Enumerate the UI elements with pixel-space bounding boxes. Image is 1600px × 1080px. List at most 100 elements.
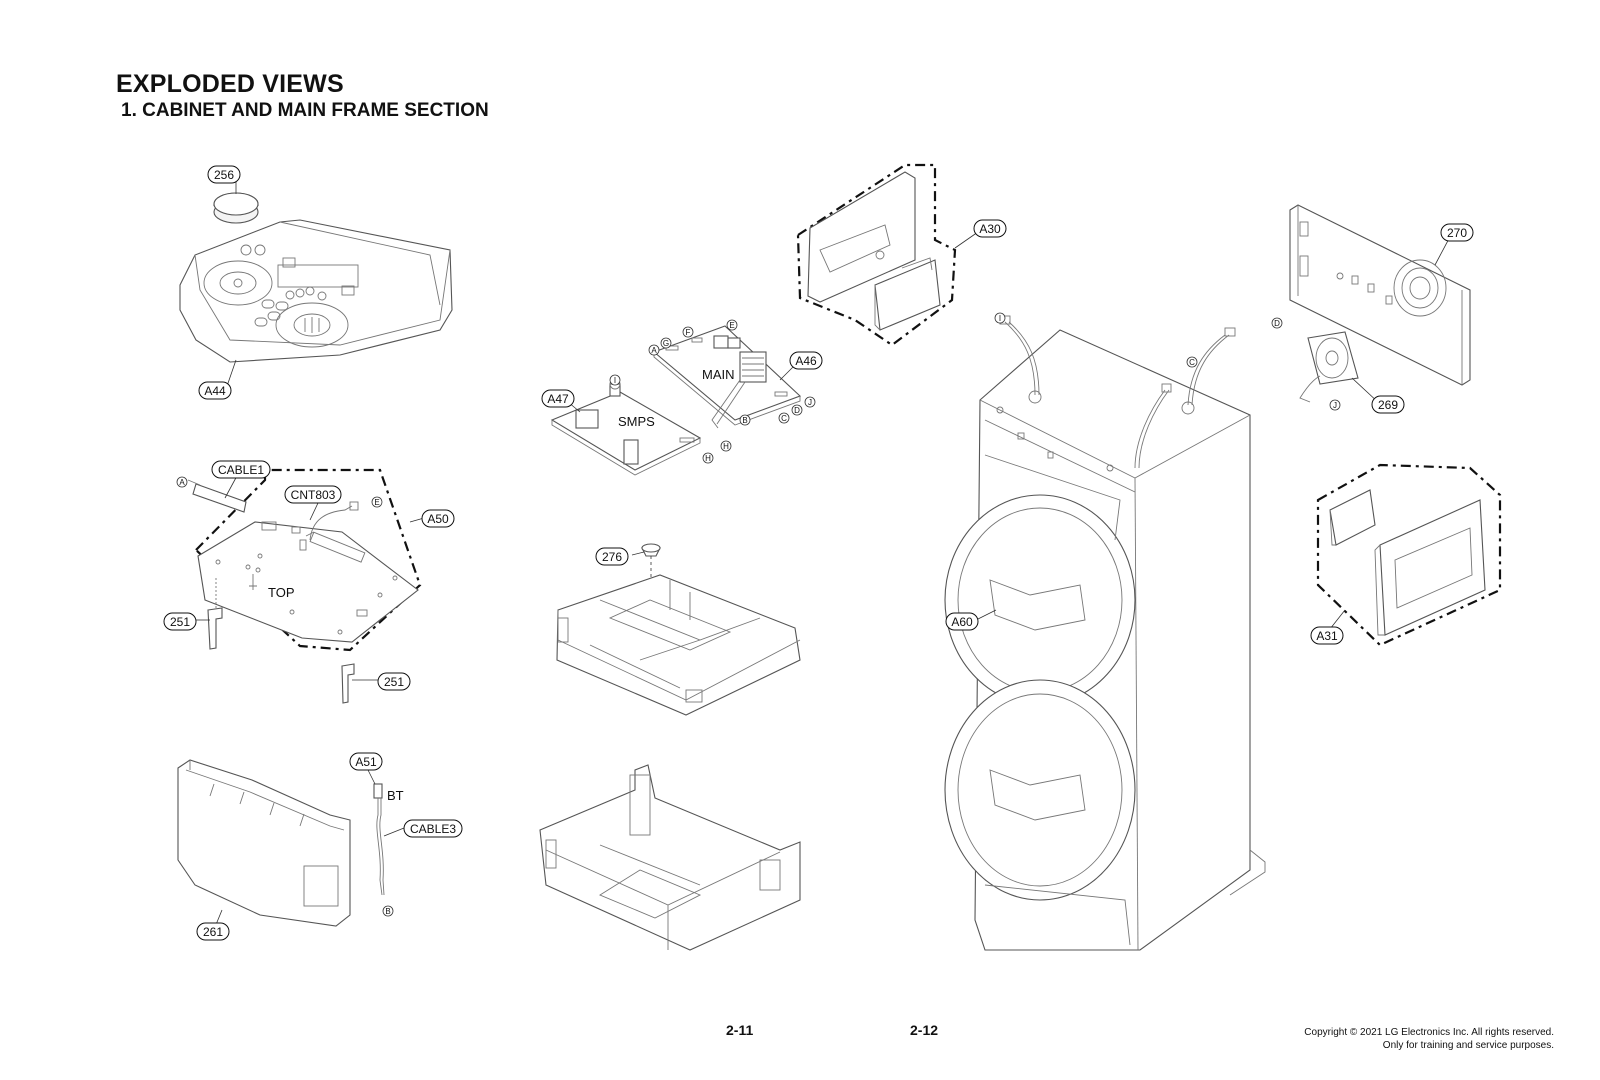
connector-marker-i2: I bbox=[994, 312, 1006, 324]
callout-256: 256 bbox=[207, 165, 241, 184]
svg-text:C: C bbox=[781, 414, 787, 423]
page-number-right: 2-12 bbox=[910, 1022, 939, 1038]
callout-a31: A31 bbox=[1310, 626, 1344, 645]
svg-text:CABLE3: CABLE3 bbox=[410, 822, 456, 836]
copyright-line-1: Copyright © 2021 LG Electronics Inc. All… bbox=[1304, 1027, 1554, 1038]
svg-text:CNT803: CNT803 bbox=[291, 488, 336, 502]
svg-text:I: I bbox=[999, 314, 1001, 323]
svg-text:261: 261 bbox=[203, 925, 223, 939]
page-title: EXPLODED VIEWS bbox=[116, 70, 344, 98]
part-a31-bracket bbox=[1316, 463, 1502, 647]
part-a51-bt-module bbox=[373, 783, 385, 896]
svg-text:A46: A46 bbox=[795, 354, 817, 368]
connector-marker-j2: J bbox=[1329, 399, 1341, 411]
part-a60-speaker-cabinet bbox=[944, 315, 1266, 951]
section-subtitle: 1. CABINET AND MAIN FRAME SECTION bbox=[121, 100, 489, 121]
callout-a30: A30 bbox=[973, 219, 1007, 238]
callout-a44: A44 bbox=[198, 381, 232, 400]
callout-a51: A51 bbox=[349, 752, 383, 771]
svg-text:A: A bbox=[179, 478, 185, 487]
svg-text:269: 269 bbox=[1378, 398, 1398, 412]
part-a47-smps-board bbox=[550, 378, 702, 476]
label-main: MAIN bbox=[702, 367, 735, 382]
callout-a50: A50 bbox=[421, 509, 455, 528]
copyright-line-2: Only for training and service purposes. bbox=[1382, 1040, 1554, 1051]
svg-text:276: 276 bbox=[602, 550, 622, 564]
callout-cable3: CABLE3 bbox=[403, 819, 463, 838]
connector-marker-a1: A bbox=[176, 476, 188, 488]
connector-marker-c1: C bbox=[778, 412, 790, 424]
svg-text:E: E bbox=[729, 321, 734, 330]
callout-269: 269 bbox=[1371, 395, 1405, 414]
svg-text:G: G bbox=[663, 339, 669, 348]
connector-marker-b2: B bbox=[739, 414, 751, 426]
connector-marker-i1: I bbox=[609, 374, 621, 386]
svg-text:256: 256 bbox=[214, 168, 234, 182]
part-256-knob bbox=[213, 192, 259, 224]
part-a46-main-board bbox=[652, 325, 802, 429]
svg-text:A60: A60 bbox=[951, 615, 973, 629]
svg-text:F: F bbox=[686, 328, 691, 337]
callout-a46: A46 bbox=[789, 351, 823, 370]
part-251-bracket-left bbox=[207, 607, 223, 650]
part-251-bracket-right bbox=[341, 663, 355, 704]
callout-a60: A60 bbox=[945, 612, 979, 631]
svg-text:270: 270 bbox=[1447, 226, 1467, 240]
svg-text:B: B bbox=[385, 907, 390, 916]
svg-text:A51: A51 bbox=[355, 755, 377, 769]
part-main-frame-lower bbox=[539, 764, 801, 951]
svg-text:H: H bbox=[705, 454, 711, 463]
connector-marker-e1: E bbox=[371, 496, 383, 508]
svg-text:251: 251 bbox=[384, 675, 404, 689]
callout-a47: A47 bbox=[541, 389, 575, 408]
copyright-notice: Copyright © 2021 LG Electronics Inc. All… bbox=[1304, 1026, 1554, 1052]
svg-text:251: 251 bbox=[170, 615, 190, 629]
svg-text:A31: A31 bbox=[1316, 629, 1338, 643]
part-269-fan bbox=[1299, 331, 1359, 403]
callout-251-right: 251 bbox=[377, 672, 411, 691]
callout-270: 270 bbox=[1440, 223, 1474, 242]
svg-text:I: I bbox=[614, 376, 616, 385]
label-smps: SMPS bbox=[618, 414, 655, 429]
part-a30-bracket bbox=[796, 163, 957, 347]
connector-marker-h1: H bbox=[702, 452, 714, 464]
callout-cnt803: CNT803 bbox=[284, 485, 342, 504]
svg-text:E: E bbox=[374, 498, 379, 507]
svg-text:D: D bbox=[794, 406, 800, 415]
svg-text:H: H bbox=[723, 442, 729, 451]
svg-text:B: B bbox=[742, 416, 747, 425]
callout-261: 261 bbox=[196, 922, 230, 941]
callout-cable1: CABLE1 bbox=[211, 460, 271, 479]
page-number-left: 2-11 bbox=[726, 1022, 754, 1038]
svg-text:J: J bbox=[808, 398, 812, 407]
svg-text:J: J bbox=[1333, 401, 1337, 410]
connector-marker-h2: H bbox=[720, 440, 732, 452]
label-bt: BT bbox=[387, 788, 404, 803]
leader-lines bbox=[196, 182, 1453, 928]
connector-marker-b1: B bbox=[382, 905, 394, 917]
svg-text:A: A bbox=[651, 346, 657, 355]
part-270-rear-panel bbox=[1289, 204, 1471, 386]
connector-marker-e2: E bbox=[726, 319, 738, 331]
connector-marker-j1: J bbox=[804, 396, 816, 408]
svg-text:CABLE1: CABLE1 bbox=[218, 463, 264, 477]
connector-marker-f1: F bbox=[682, 326, 694, 338]
connector-marker-c2: C bbox=[1186, 356, 1198, 368]
connector-marker-a2: A bbox=[648, 344, 660, 356]
callout-251-left: 251 bbox=[163, 612, 197, 631]
callout-276: 276 bbox=[595, 547, 629, 566]
connector-marker-d2: D bbox=[1271, 317, 1283, 329]
svg-text:A30: A30 bbox=[979, 222, 1001, 236]
connector-marker-d1: D bbox=[791, 404, 803, 416]
svg-text:A44: A44 bbox=[204, 384, 226, 398]
svg-text:C: C bbox=[1189, 358, 1195, 367]
connector-marker-g1: G bbox=[660, 337, 672, 349]
label-top: TOP bbox=[268, 585, 295, 600]
part-a44-top-cabinet bbox=[179, 219, 453, 363]
svg-text:D: D bbox=[1274, 319, 1280, 328]
svg-text:A50: A50 bbox=[427, 512, 449, 526]
svg-text:A47: A47 bbox=[547, 392, 569, 406]
part-a50-top-pcb bbox=[187, 468, 422, 652]
part-main-frame-upper bbox=[556, 574, 801, 716]
